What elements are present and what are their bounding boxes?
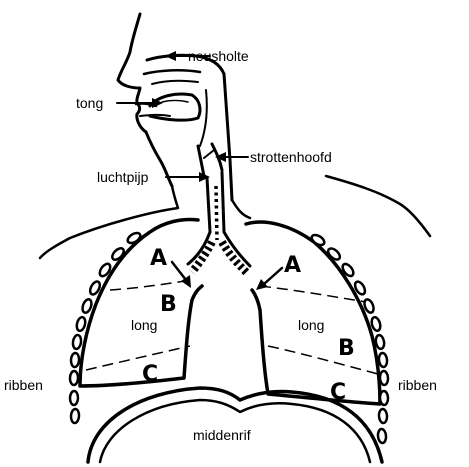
label-tong: tong [76,96,103,110]
label-ribben-right: ribben [398,378,437,392]
label-neusholte: neusholte [188,49,249,63]
label-long-left: long [131,318,157,332]
label-middenrif: middenrif [193,428,251,442]
region-a-right: A [284,255,301,277]
trachea [188,172,250,274]
region-c-left: C [142,364,158,386]
label-long-right: long [298,318,324,332]
label-luchtpijp: luchtpijp [97,170,148,184]
right-lung [246,222,380,404]
label-strottenhoofd: strottenhoofd [250,150,332,164]
region-b-left: B [160,294,177,316]
head-profile [118,14,172,186]
tongue [150,94,200,120]
nasal-cavity [144,55,232,200]
region-a-left: A [150,248,167,270]
body-outline [40,176,430,258]
larynx [198,144,222,176]
left-lung [80,220,202,387]
region-c-right: C [330,382,346,404]
region-b-right: B [338,338,355,360]
arrow-a-left [172,262,191,288]
label-ribben-left: ribben [4,378,43,392]
